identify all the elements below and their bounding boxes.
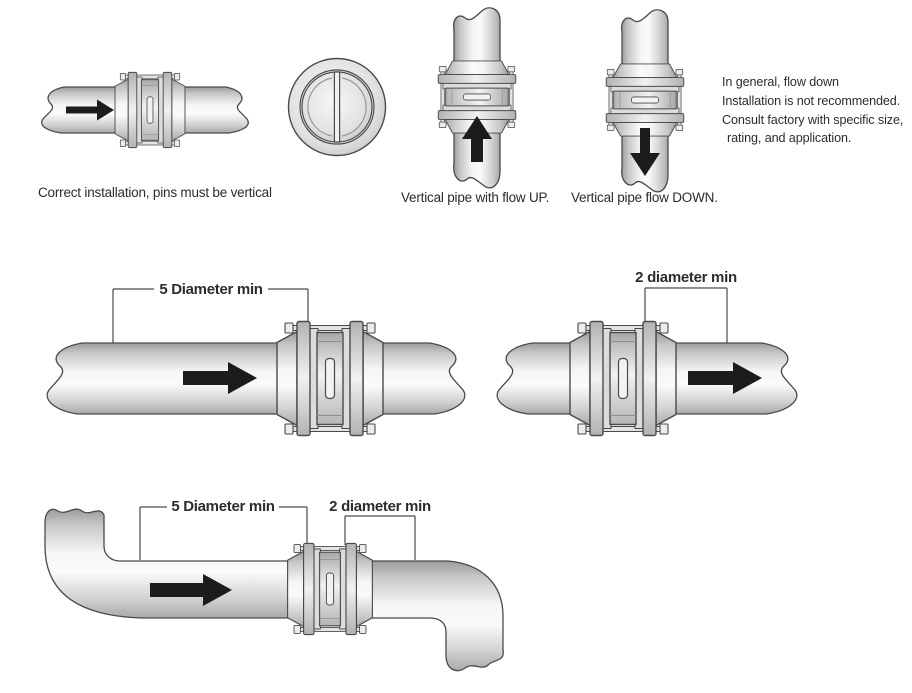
figure-upstream-clearance bbox=[46, 288, 466, 437]
check-valve bbox=[605, 63, 685, 137]
dim-label-2d-elbow: 2 diameter min bbox=[329, 498, 431, 515]
figure-vertical-flow-down bbox=[605, 9, 685, 193]
figure-downstream-clearance bbox=[496, 287, 798, 437]
dimension-5-diameter bbox=[139, 506, 308, 560]
caption-correct-installation: Correct installation, pins must be verti… bbox=[38, 185, 272, 200]
figure-elbow-clearance bbox=[44, 506, 504, 672]
flow-arrow-right-icon bbox=[66, 99, 114, 121]
figure-vertical-flow-up bbox=[437, 7, 517, 189]
figure-valve-front-view bbox=[287, 57, 387, 157]
flow-arrow-down-icon bbox=[630, 128, 660, 176]
note-line-4: rating, and application. bbox=[727, 131, 851, 145]
flow-arrow-right-icon bbox=[183, 362, 257, 394]
check-valve bbox=[114, 71, 186, 149]
pipe-outlet-elbow bbox=[367, 560, 504, 672]
caption-flow-down: Vertical pipe flow DOWN. bbox=[571, 190, 718, 205]
check-valve bbox=[569, 320, 677, 437]
note-line-2: Installation is not recommended. bbox=[722, 94, 900, 108]
caption-flow-up: Vertical pipe with flow UP. bbox=[401, 190, 549, 205]
dim-label-2d-downstream: 2 diameter min bbox=[635, 269, 737, 286]
figure-correct-installation bbox=[41, 71, 249, 149]
flow-arrow-right-icon bbox=[688, 362, 762, 394]
note-line-1: In general, flow down bbox=[722, 75, 839, 89]
hinge-pin bbox=[333, 71, 341, 143]
note-line-3: Consult factory with specific size, bbox=[722, 113, 903, 127]
flow-arrow-right-icon bbox=[150, 574, 232, 606]
plate-left-edge bbox=[307, 77, 333, 137]
dimension-5-diameter bbox=[112, 288, 309, 343]
pipe-inlet-elbow bbox=[44, 508, 313, 619]
check-valve bbox=[287, 542, 373, 636]
dim-label-5d-elbow: 5 Diameter min bbox=[171, 498, 274, 515]
pipe-left bbox=[46, 342, 313, 415]
check-valve bbox=[276, 320, 384, 437]
dim-label-5d-upstream: 5 Diameter min bbox=[159, 281, 262, 298]
dimension-2-diameter bbox=[344, 515, 416, 560]
plate-right-edge bbox=[341, 77, 367, 137]
flow-arrow-up-icon bbox=[462, 116, 492, 162]
